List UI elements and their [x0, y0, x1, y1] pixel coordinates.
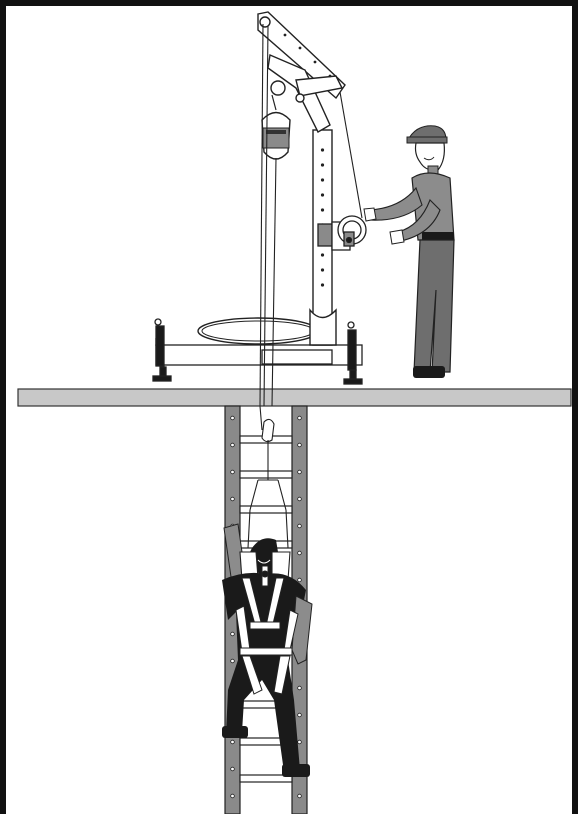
attendant-worker — [364, 126, 454, 378]
manhole-opening — [198, 318, 318, 344]
ground-surface — [18, 389, 571, 406]
